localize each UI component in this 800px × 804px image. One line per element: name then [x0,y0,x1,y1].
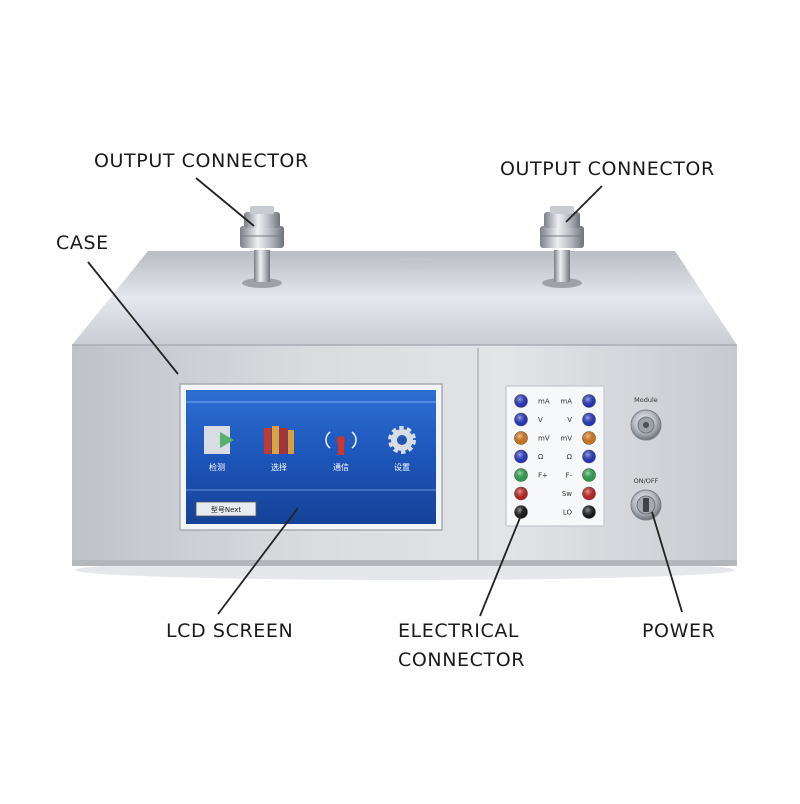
terminal-jack-highlight [582,431,596,445]
terminal-jack-highlight [582,505,596,519]
callout-electrical-connector-line2: CONNECTOR [398,649,526,671]
terminal-jack-highlight [582,468,596,482]
power-knob [630,489,662,521]
terminal-jack-highlight [514,394,528,408]
terminal-label-right: V [567,416,572,424]
terminal-label-right: mV [560,435,572,443]
terminal-label-right: F- [565,472,572,480]
terminal-jack-highlight [514,413,528,426]
lcd-menu-label: 检测 [209,462,225,472]
terminal-label-right: mA [560,398,572,406]
power-knob-label: ON/OFF [634,477,659,485]
lcd-icon-test [204,426,234,454]
callout-output-connector-right: OUTPUT CONNECTOR [500,158,715,180]
terminal-label-right: Sw [562,490,572,498]
leader-line-lcd [217,507,299,615]
lcd-status-text: 型号Next [211,505,242,514]
callout-output-connector-left: OUTPUT CONNECTOR [94,150,309,172]
terminal-jack-highlight [514,468,528,482]
terminal-label-left: mA [538,398,550,406]
leader-line-power [651,511,683,613]
lcd-status-button [195,501,257,517]
callout-case: CASE [56,232,109,254]
terminal-jack-highlight [514,487,528,500]
terminal-label-right: LO [563,509,573,517]
callout-lcd-screen: LCD SCREEN [166,620,294,642]
terminal-label-left: V [538,416,543,424]
lcd-menu-label: 通信 [333,462,349,472]
terminal-label-right: Ω [567,453,573,461]
callout-electrical-connector-line1: ELECTRICAL [398,620,520,642]
lcd-icon-settings [388,426,416,454]
terminal-label-left: F+ [538,472,548,480]
leader-line-output-right [565,185,603,223]
terminal-label-left: mV [538,435,550,443]
lcd-menu-label: 选择 [271,462,287,472]
terminal-jack-highlight [514,450,528,463]
callout-power: POWER [642,620,716,642]
case-top [72,251,737,345]
terminal-jack-highlight [582,450,596,463]
terminal-jack-highlight [582,487,596,500]
lcd-menu-label: 设置 [394,462,410,472]
lcd-icon-select [264,426,294,454]
terminal-label-left: Ω [538,453,544,461]
terminal-jack-highlight [582,413,596,426]
terminal-jack-highlight [582,394,596,408]
output-connector-left [240,206,284,288]
module-knob-label: Module [634,396,658,404]
leader-line-case [87,261,179,375]
leader-line-output-left [195,177,255,227]
leader-line-electrical [479,507,525,617]
lcd-icon-communication [325,431,357,455]
module-knob [630,409,662,441]
terminal-jack-highlight [514,431,528,445]
